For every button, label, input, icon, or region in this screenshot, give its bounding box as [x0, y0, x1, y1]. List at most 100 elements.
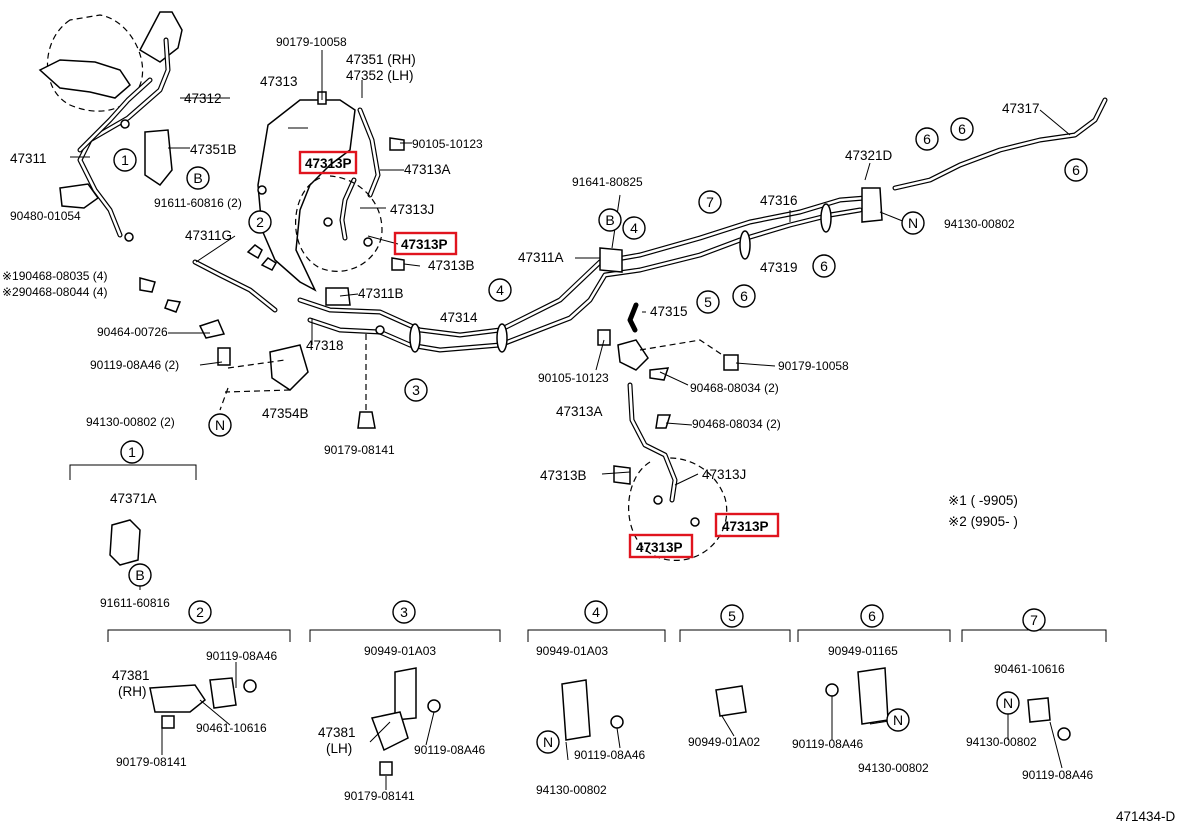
section-4-callout: 4	[584, 600, 608, 624]
label-90179-08141-top: 90179-08141	[324, 443, 395, 457]
svg-text:5: 5	[728, 608, 736, 624]
label-91611-60816: 91611-60816	[100, 596, 170, 610]
label-47351: 47351 (RH)	[346, 52, 416, 67]
callout-1-top: 1	[113, 148, 137, 172]
label-47318: 47318	[306, 338, 344, 353]
svg-text:N: N	[215, 417, 225, 433]
label-47381-lh: 47381	[318, 725, 356, 740]
highlight-47313p-3[interactable]: 47313P	[714, 512, 780, 538]
label-47313a-right: 47313A	[556, 404, 603, 419]
svg-text:47313P: 47313P	[722, 519, 769, 534]
svg-text:N: N	[1003, 695, 1013, 711]
callout-6-b: 6	[812, 254, 836, 278]
callout-6-e: 6	[1064, 158, 1088, 182]
callout-6-c: 6	[915, 127, 939, 151]
svg-text:N: N	[893, 712, 903, 728]
svg-text:47313P: 47313P	[305, 156, 352, 171]
label-47351b: 47351B	[190, 142, 237, 157]
section-7-n: N	[996, 691, 1020, 715]
callout-5-top: 5	[696, 290, 720, 314]
label-90480-01054: 90480-01054	[10, 209, 81, 223]
label-rh: (RH)	[118, 684, 147, 699]
callout-6-d: 6	[950, 117, 974, 141]
label-90461-10616-s2: 90461-10616	[196, 721, 267, 735]
label-47313j-right: 47313J	[702, 467, 746, 482]
label-90179-10058-top: 90179-10058	[276, 35, 347, 49]
svg-text:B: B	[135, 567, 144, 583]
svg-text:4: 4	[592, 604, 600, 620]
line-art	[38, 11, 1108, 790]
label-47316: 47316	[760, 193, 798, 208]
svg-text:1: 1	[128, 444, 136, 460]
label-47313j: 47313J	[390, 202, 434, 217]
label-47317: 47317	[1002, 101, 1040, 116]
label-47312: 47312	[184, 91, 222, 106]
callout-7-top: 7	[698, 190, 722, 214]
label-90949-01a03-s3: 90949-01A03	[364, 644, 436, 658]
section-7-callout: 7	[1022, 608, 1046, 632]
svg-text:3: 3	[400, 604, 408, 620]
section-6-n: N	[886, 708, 910, 732]
note-2: ※2 (9905- )	[948, 514, 1018, 529]
label-91641-80825: 91641-80825	[572, 175, 643, 189]
svg-text:2: 2	[256, 214, 264, 230]
label-47315: 47315	[650, 304, 688, 319]
svg-text:B: B	[605, 212, 614, 228]
label-47313a: 47313A	[404, 162, 451, 177]
label-47313: 47313	[260, 74, 298, 89]
callout-n-left: N	[208, 413, 232, 437]
label-47381-rh: 47381	[112, 668, 150, 683]
highlight-47313p-4[interactable]: 47313P	[628, 533, 694, 559]
label-90468-08034-b: 90468-08034 (2)	[692, 417, 781, 431]
highlight-47313p-1[interactable]: 47313P	[298, 150, 358, 175]
label-90949-01a03-s4: 90949-01A03	[536, 644, 608, 658]
label-90179-08141-s2: 90179-08141	[116, 755, 187, 769]
callout-2-top: 2	[248, 210, 272, 234]
svg-text:5: 5	[704, 294, 712, 310]
svg-text:1: 1	[121, 152, 129, 168]
label-47311a: 47311A	[518, 250, 564, 265]
svg-text:6: 6	[1072, 162, 1080, 178]
label-90119-08a46-s4: 90119-08A46	[574, 748, 646, 762]
part-labels: 90179-10058 47351 (RH) 47352 (LH) 47313 …	[2, 35, 1176, 824]
callout-3-top: 3	[404, 378, 428, 402]
section-1-b: B	[128, 563, 152, 587]
svg-text:4: 4	[496, 282, 504, 298]
svg-text:6: 6	[740, 288, 748, 304]
diagram-reference: 471434-D	[1116, 809, 1176, 824]
label-94130-00802-s7: 94130-00802	[966, 735, 1037, 749]
svg-text:6: 6	[958, 121, 966, 137]
label-47354b: 47354B	[262, 406, 309, 421]
label-47311b: 47311B	[358, 286, 404, 301]
callout-4-right: 4	[622, 216, 646, 240]
label-90119-08a46-s7: 90119-08A46	[1022, 768, 1094, 782]
label-90464-00726: 90464-00726	[97, 325, 168, 339]
label-47314: 47314	[440, 310, 478, 325]
note-1: ※1 ( -9905)	[948, 493, 1018, 508]
section-3-callout: 3	[392, 600, 416, 624]
label-lh: (LH)	[326, 741, 352, 756]
svg-text:N: N	[908, 215, 918, 231]
svg-text:3: 3	[412, 382, 420, 398]
label-47321d: 47321D	[845, 148, 893, 163]
svg-text:47313P: 47313P	[401, 237, 448, 252]
section-1-callout: 1	[120, 440, 144, 464]
label-90949-01165: 90949-01165	[828, 644, 898, 658]
label-90119-08a46-s3: 90119-08A46	[414, 743, 486, 757]
callout-4-mid: 4	[488, 278, 512, 302]
label-47371a: 47371A	[110, 491, 157, 506]
label-90179-10058-mid: 90179-10058	[778, 359, 849, 373]
label-47319: 47319	[760, 260, 798, 275]
label-90468-08035: ※190468-08035 (4)	[2, 269, 107, 283]
label-94130-00802-s4: 94130-00802	[536, 783, 607, 797]
label-90119-08a46-s6: 90119-08A46	[792, 737, 864, 751]
label-90105-10123-mid: 90105-10123	[538, 371, 609, 385]
svg-text:2: 2	[196, 604, 204, 620]
svg-text:N: N	[543, 734, 553, 750]
svg-text:6: 6	[868, 608, 876, 624]
highlight-47313p-2[interactable]: 47313P	[393, 231, 458, 256]
callout-6-a: 6	[732, 284, 756, 308]
callout-n-right: N	[901, 211, 925, 235]
label-47352: 47352 (LH)	[346, 68, 414, 83]
